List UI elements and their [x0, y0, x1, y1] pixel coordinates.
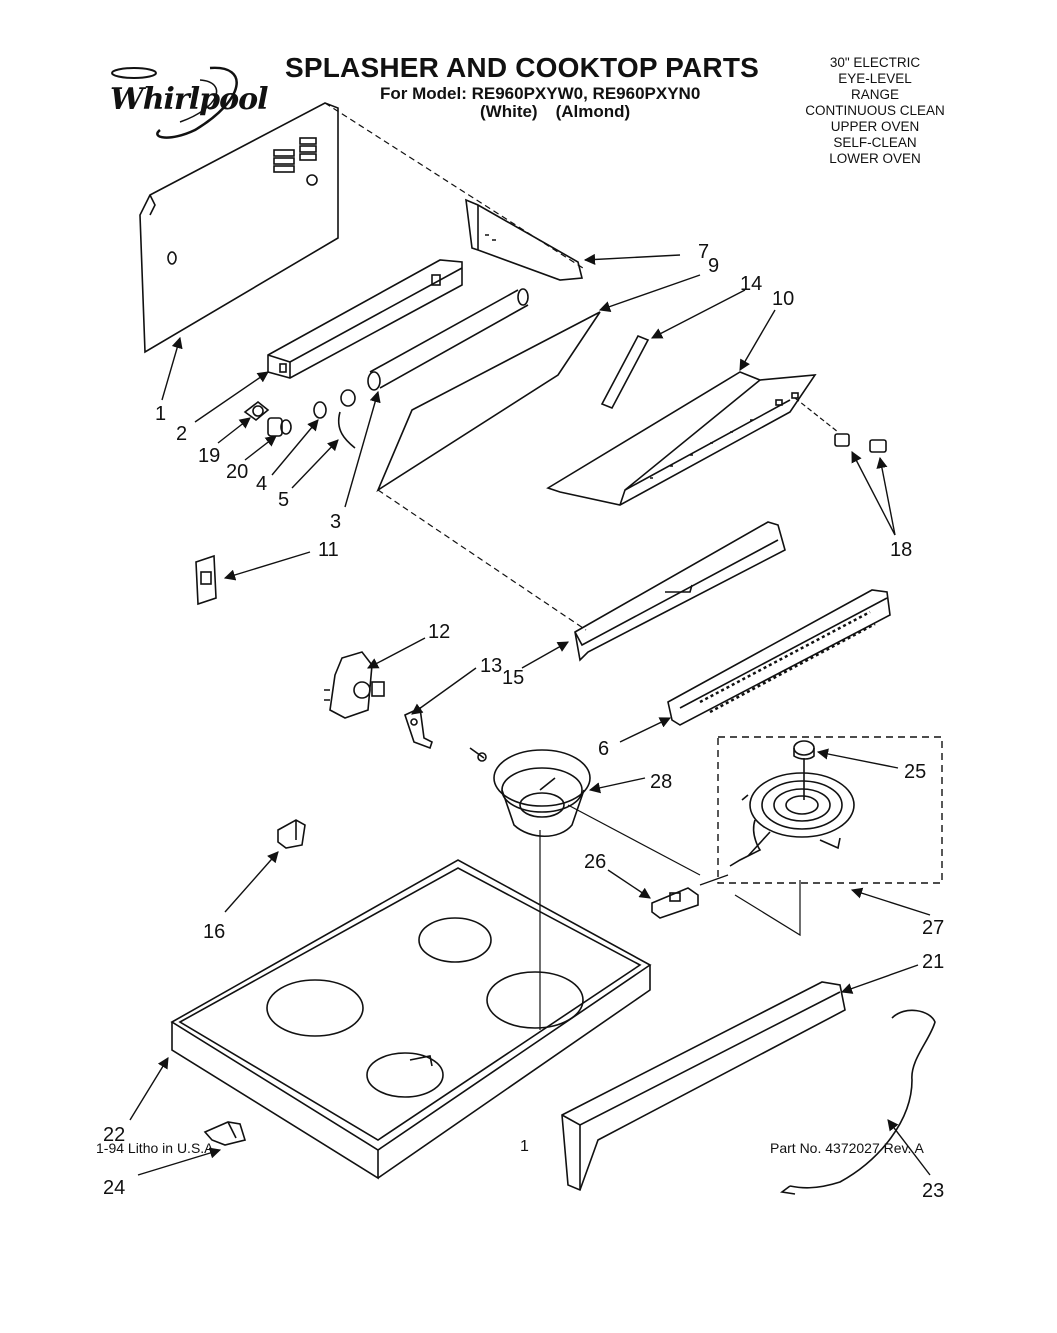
callout-3: 3 — [330, 511, 341, 533]
part-surface-element — [717, 736, 943, 884]
description-line: CONTINUOUS CLEAN — [805, 103, 945, 118]
callout-20: 20 — [226, 461, 248, 483]
callout-25: 25 — [904, 761, 926, 783]
part-lens — [313, 401, 327, 419]
footer-print-info: 1-94 Litho in U.S.A. — [96, 1140, 218, 1156]
callout-7: 7 — [698, 241, 709, 263]
part-connectors — [834, 433, 887, 453]
part-glass-panel — [376, 311, 601, 631]
callout-22: 22 — [103, 1124, 125, 1146]
description-line: EYE-LEVEL — [838, 71, 912, 86]
callout-10: 10 — [772, 288, 794, 310]
part-switch — [195, 554, 217, 606]
part-drip-bowl — [493, 749, 591, 837]
callout-15: 15 — [502, 667, 524, 689]
part-infinite-switch — [324, 651, 385, 719]
part-starter — [267, 417, 292, 437]
brand-name: Whirlpool — [110, 82, 268, 117]
part-front-trim — [561, 981, 846, 1192]
appliance-description: 30" ELECTRIC EYE-LEVEL RANGE CONTINUOUS … — [795, 55, 955, 167]
part-lamp-socket — [243, 400, 270, 422]
finish-line: (White) (Almond) — [480, 102, 648, 122]
part-wire-clip — [337, 389, 356, 449]
callout-21: 21 — [922, 951, 944, 973]
part-trim-strip — [600, 334, 650, 410]
part-control-panel — [546, 371, 839, 506]
description-line: 30" ELECTRIC — [829, 55, 921, 70]
footer-page-number: 1 — [520, 1138, 529, 1155]
part-fluorescent-tube — [367, 288, 529, 391]
callout-5: 5 — [278, 489, 289, 511]
description-line: RANGE — [850, 87, 899, 102]
model-line: For Model: RE960PXYW0, RE960PXYN0 — [380, 84, 701, 103]
callout-14: 14 — [740, 273, 762, 295]
part-terminal-block — [651, 887, 699, 919]
callout-9: 9 — [708, 255, 719, 277]
part-rail — [574, 521, 786, 662]
footer-part-number: Part No. 4372027 Rev. A — [770, 1140, 924, 1156]
description-line: SELF-CLEAN — [833, 135, 917, 150]
callout-1: 1 — [155, 403, 166, 425]
callout-6: 6 — [598, 738, 609, 760]
description-line: LOWER OVEN — [829, 151, 921, 166]
callout-28: 28 — [650, 771, 672, 793]
whirlpool-logo: Whirlpool — [100, 60, 268, 140]
callout-18: 18 — [890, 539, 912, 561]
callout-11: 11 — [318, 539, 339, 561]
part-clip — [277, 819, 306, 849]
logo-swirl-icon — [111, 66, 238, 139]
part-switch-bracket — [404, 706, 487, 762]
part-sensor-wire — [779, 1009, 936, 1195]
callout-labels: 7 9 14 10 1 2 19 20 4 5 3 18 11 12 13 15… — [103, 241, 944, 1202]
callout-23: 23 — [922, 1180, 944, 1202]
callout-arrows — [129, 253, 931, 1176]
page-title: SPLASHER AND COOKTOP PARTS — [285, 52, 759, 83]
part-cooktop — [170, 859, 652, 1180]
callout-12: 12 — [428, 621, 450, 643]
part-lamp-channel — [267, 259, 463, 379]
part-splasher-panel — [139, 102, 587, 354]
part-cooktop-bracket — [203, 1121, 247, 1146]
callout-26: 26 — [584, 851, 606, 873]
callout-16: 16 — [203, 921, 225, 943]
callout-2: 2 — [176, 423, 187, 445]
part-vent — [667, 589, 891, 726]
callout-27: 27 — [922, 917, 944, 939]
callout-24: 24 — [103, 1177, 125, 1199]
finish-almond: (Almond) — [555, 102, 631, 121]
part-bracket — [465, 198, 584, 281]
finish-white: (White) — [480, 102, 538, 121]
callout-19: 19 — [198, 445, 220, 467]
description-line: UPPER OVEN — [830, 119, 920, 134]
callout-13: 13 — [480, 655, 502, 677]
callout-4: 4 — [256, 473, 267, 495]
